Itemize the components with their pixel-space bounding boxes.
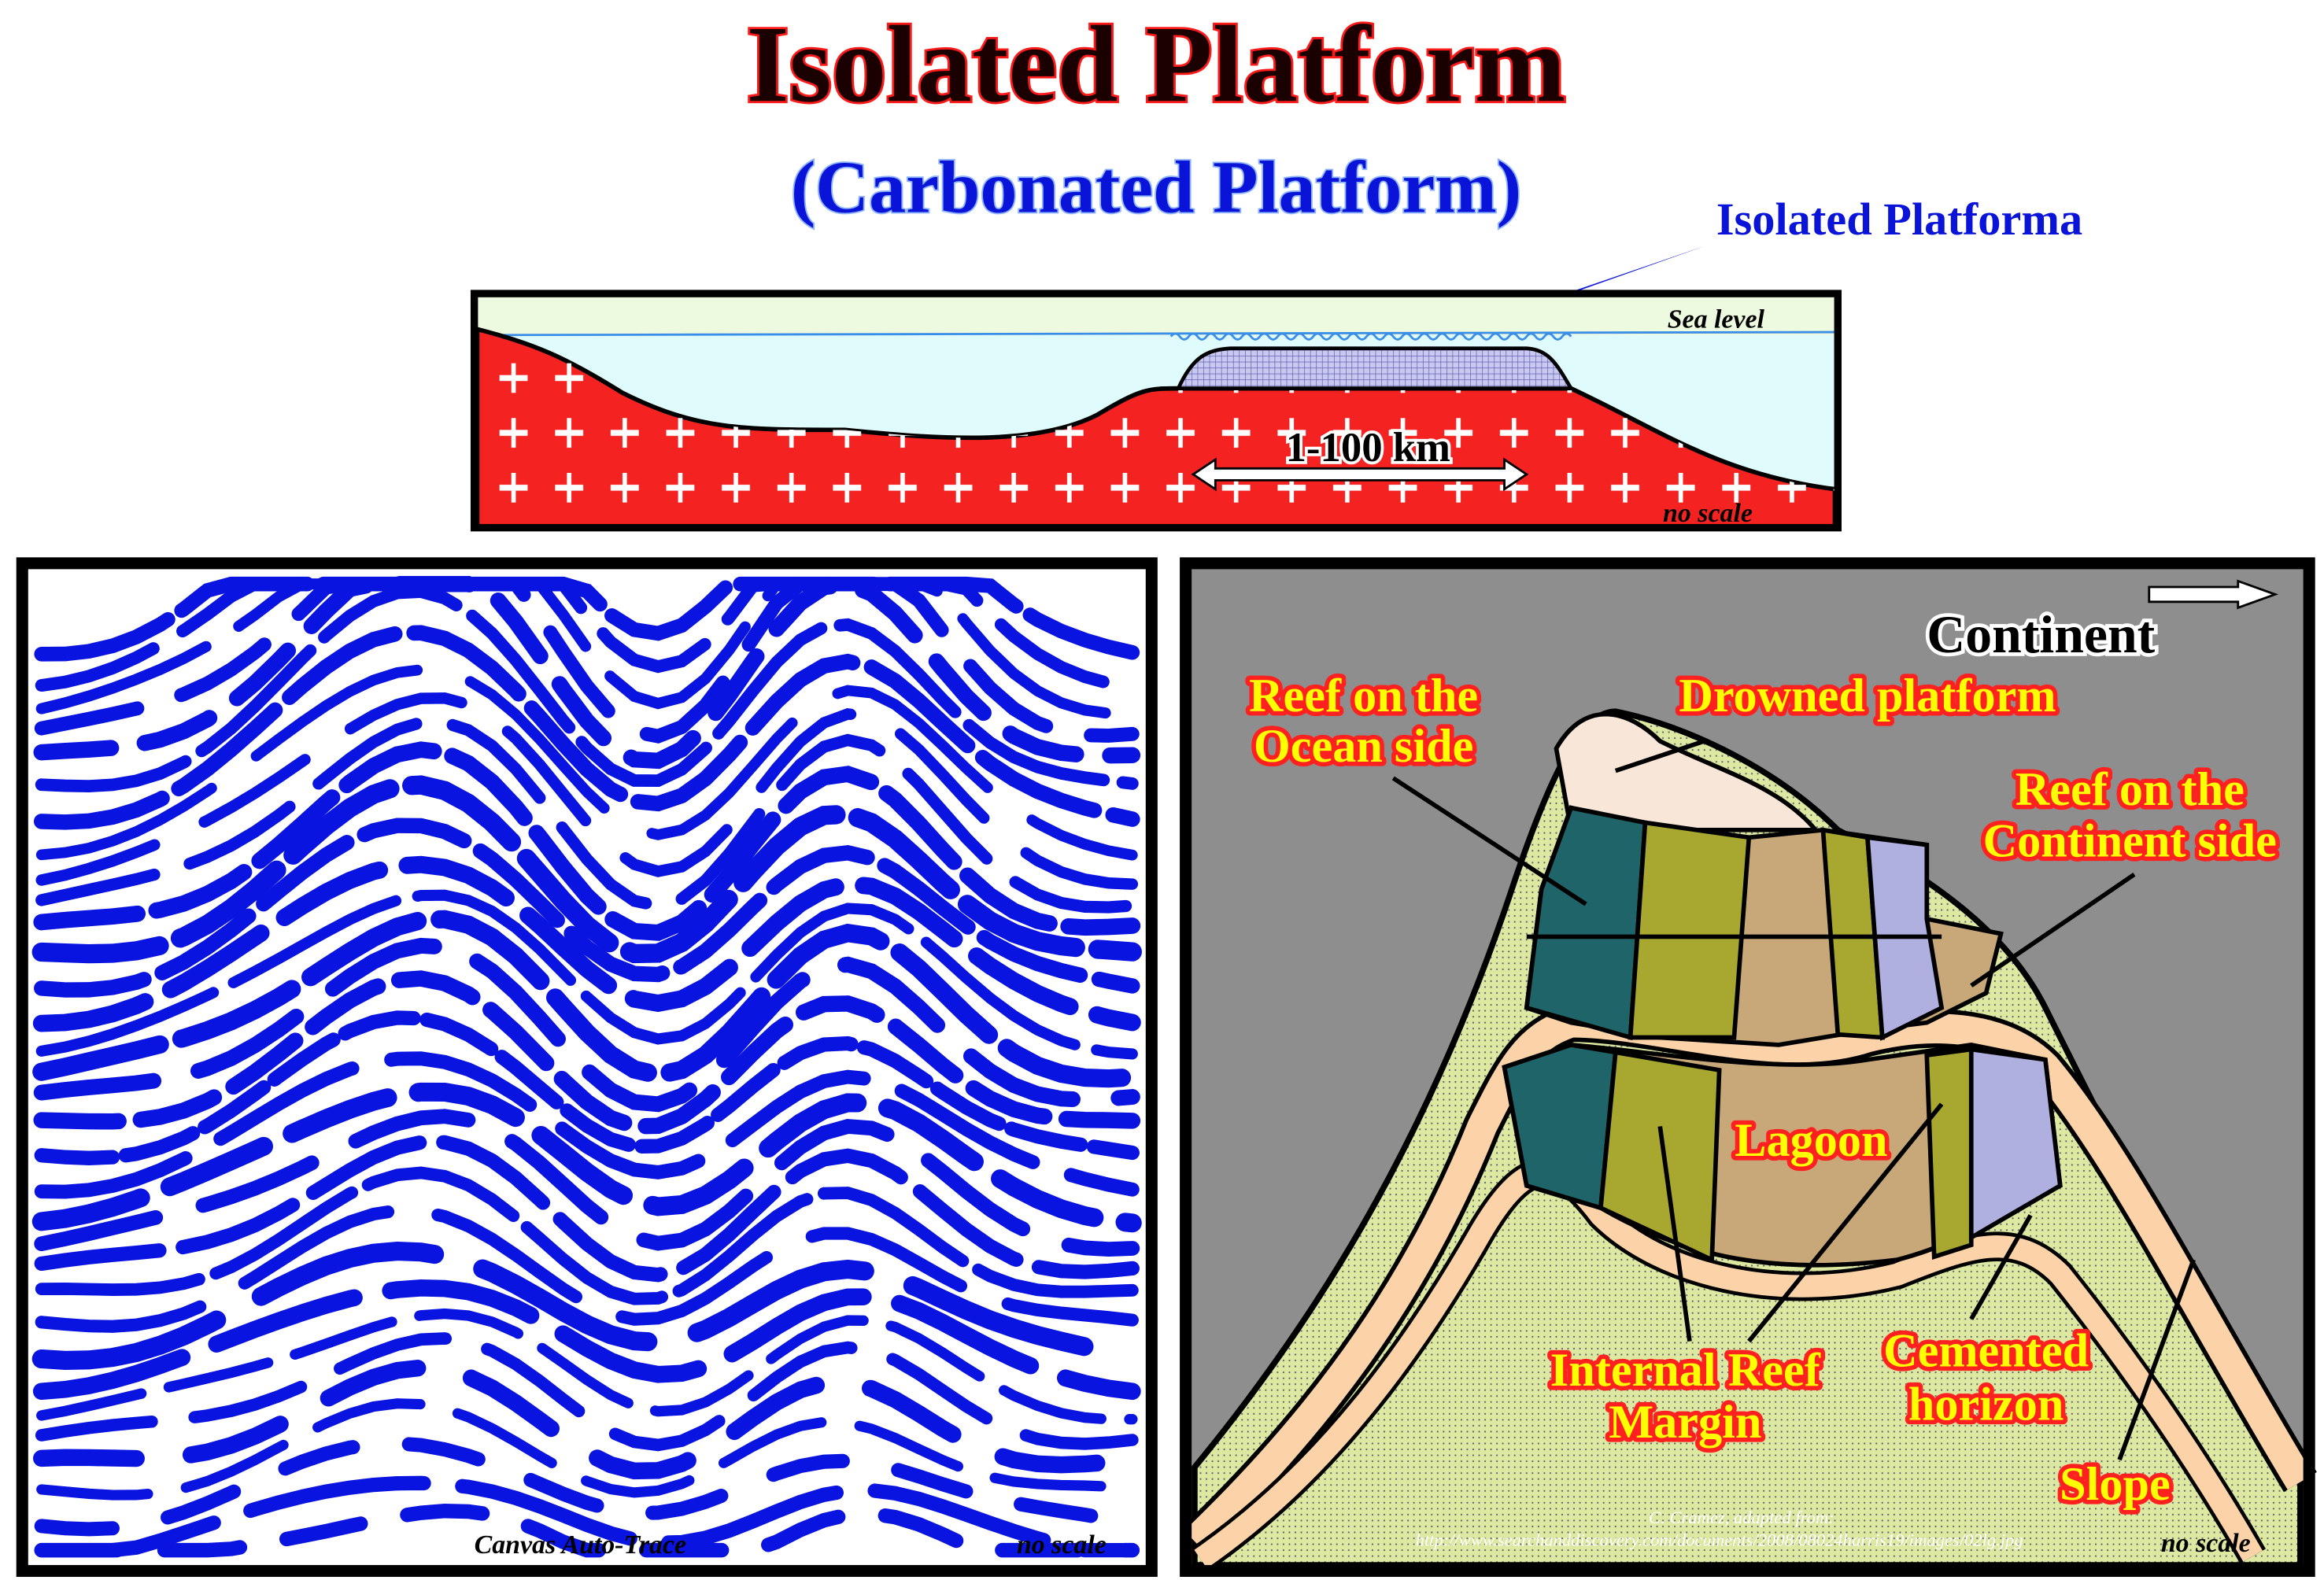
label-slope: Slope — [2060, 1458, 2171, 1511]
seismic-reflector — [31, 1082, 1142, 1233]
credit-line2: http://www.searchanddiscovery.com/docume… — [1416, 1530, 2023, 1549]
label-lagoon: Lagoon — [1735, 1114, 1887, 1167]
interpretation-panel: Continent Reef on the Ocean side Drowned… — [1180, 557, 2317, 1578]
seismic-reflector — [34, 1051, 1140, 1199]
seismic-reflector — [31, 775, 1142, 964]
top-no-scale-label: no scale — [1663, 499, 1753, 528]
scale-bar-label: 1-100 km — [1286, 425, 1450, 471]
seismic-reflector — [35, 1166, 1139, 1305]
label-reef-ocean-line2: Ocean side — [1254, 720, 1473, 773]
page-subtitle: (Carbonated Platform) — [791, 147, 1521, 229]
seismic-reflector — [33, 575, 1141, 770]
seismic-reflector — [34, 818, 1140, 998]
label-cemented-line2: horizon — [1908, 1378, 2064, 1430]
continent-arrow-icon — [2148, 579, 2279, 610]
seismic-panel: Canvas Auto-Trace no scale — [16, 557, 1158, 1578]
seismic-reflector — [33, 937, 1140, 1113]
seismic-reflector — [35, 1332, 1139, 1452]
seismic-reflector — [35, 692, 1139, 890]
seismic-reflector — [32, 855, 1141, 1032]
seismic-reflector — [32, 1359, 1141, 1480]
isolated-platform-callout: Isolated Platforma — [1716, 194, 2082, 245]
seismic-reflector — [36, 1308, 1138, 1425]
seismic-reflector — [34, 1475, 1140, 1558]
seismic-reflector — [34, 1135, 1140, 1283]
interp-no-scale-label: no scale — [2161, 1529, 2251, 1558]
seismic-reflector — [35, 578, 1139, 694]
seismic-reflector — [34, 1109, 1140, 1257]
continent-label: Continent — [1927, 605, 2155, 664]
seismic-reflector — [33, 970, 1141, 1135]
seismic-reflector — [34, 1503, 1140, 1558]
label-reef-continent-line1: Reef on the — [2015, 763, 2245, 816]
label-internal-reef-line1: Internal Reef — [1550, 1344, 1821, 1397]
label-reef-ocean-line1: Reef on the — [1249, 670, 1478, 722]
seismic-reflector — [32, 910, 1142, 1088]
seismic-reflector — [34, 1010, 1140, 1165]
page-title: Isolated Platform — [746, 4, 1565, 125]
seismic-reflector — [32, 1279, 1141, 1401]
seismic-reflector — [35, 1204, 1139, 1333]
seismic-reflector — [34, 577, 1140, 744]
seismic-reflector — [35, 889, 1138, 1060]
label-cemented-line1: Cemented — [1883, 1325, 2089, 1378]
seismic-reflector — [33, 741, 1141, 941]
label-reef-continent-line2: Continent side — [1983, 815, 2277, 868]
seismic-reflector — [35, 664, 1138, 861]
seismic-no-scale-label: no scale — [1017, 1530, 1107, 1560]
label-drowned-platform: Drowned platform — [1679, 670, 2056, 722]
cross-section-diagram: Sea level 1-100 km no scale — [470, 290, 1842, 532]
seismic-reflector — [36, 1398, 1138, 1501]
seismic-reflector — [35, 578, 1138, 720]
seismic-reflector — [31, 1242, 1142, 1370]
label-internal-reef-line2: Margin — [1609, 1396, 1761, 1449]
seismic-reflector — [34, 1436, 1140, 1537]
seismic-reflector — [33, 625, 1140, 830]
sea-level-label: Sea level — [1668, 305, 1765, 334]
seismic-reflector — [35, 585, 1139, 793]
seismic-caption: Canvas Auto-Trace — [475, 1530, 686, 1560]
credit-line1: C. Cramez, adapted from: — [1649, 1508, 1834, 1527]
double-arrow-icon — [1191, 457, 1529, 492]
seismic-reflector — [35, 716, 1139, 914]
